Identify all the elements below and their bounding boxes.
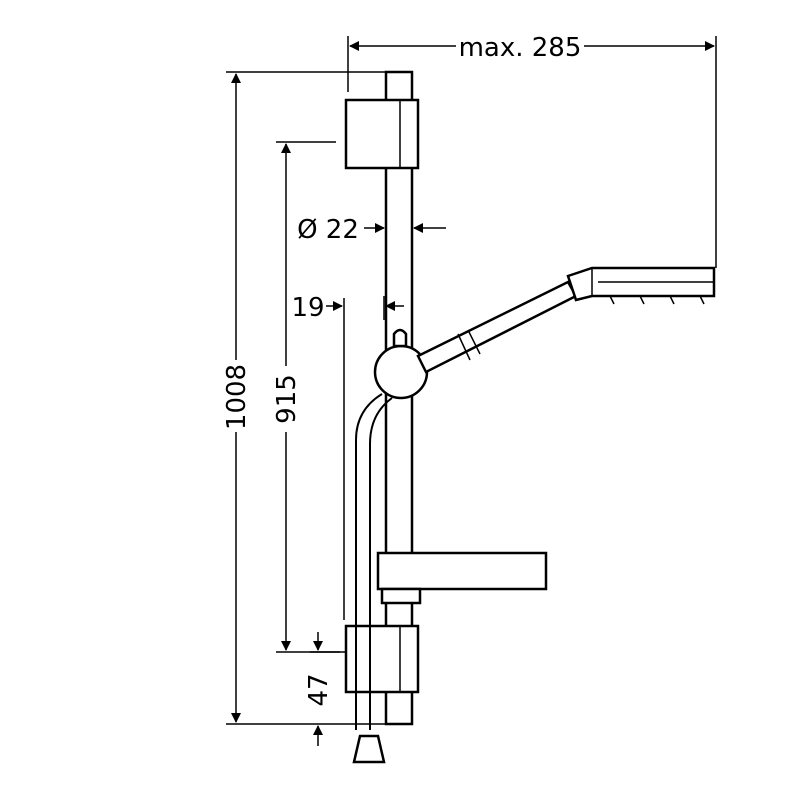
offset-label: 19 — [291, 293, 324, 323]
shower-hose — [355, 393, 383, 730]
diameter-label: Ø 22 — [297, 215, 359, 245]
slider-knob — [373, 344, 429, 400]
max-width-label: max. 285 — [459, 33, 582, 63]
dimension-lines — [226, 36, 717, 746]
rail-height-label: 915 — [272, 374, 302, 424]
total-height-label: 1008 — [222, 364, 252, 430]
top-bracket — [344, 98, 420, 170]
shower-rail-assembly — [344, 70, 716, 764]
hand-shower-head — [566, 266, 716, 302]
soap-dish — [376, 551, 548, 591]
hose-connector — [352, 734, 386, 764]
hand-shower-handle — [416, 280, 578, 374]
bottom-bracket — [344, 624, 420, 694]
bottom-offset-label: 47 — [304, 673, 334, 706]
